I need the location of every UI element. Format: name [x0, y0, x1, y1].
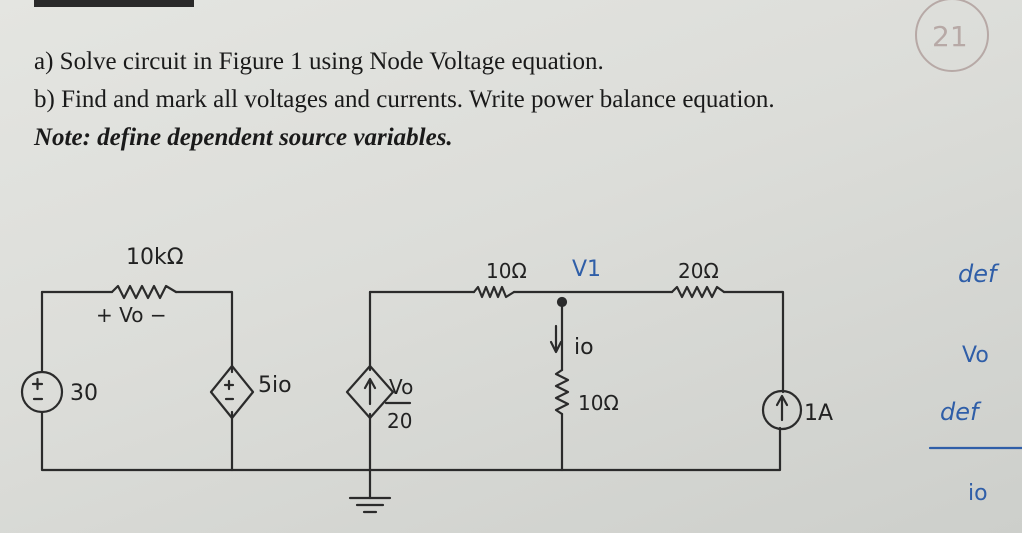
vccs-arrow-icon: [363, 377, 377, 406]
vccs-numerator: Vo: [389, 375, 413, 399]
resistor-10-top: [472, 285, 516, 299]
r3-label: 20Ω: [678, 259, 719, 283]
r2-label: 10Ω: [486, 259, 527, 283]
vo-label: + Vo −: [96, 303, 167, 327]
wire-bottom-left: [40, 410, 372, 472]
page-number-circle: [915, 0, 989, 72]
question-a: a) Solve circuit in Figure 1 using Node …: [34, 48, 604, 75]
ground-icon: [348, 496, 392, 514]
vs-label: 30: [70, 381, 98, 406]
ccvs-polarity: [223, 379, 235, 401]
question-b: b) Find and mark all voltages and curren…: [34, 86, 775, 113]
top-rule: [34, 0, 194, 7]
current-source-arrow-icon: [775, 394, 789, 422]
vccs-denominator: 20: [387, 409, 412, 433]
vs-polarity: [31, 377, 44, 401]
vccs-diamond: [345, 364, 395, 420]
r1-label: 10kΩ: [126, 245, 184, 270]
voltage-source-30: [20, 370, 64, 414]
wire-bottom-right: [368, 426, 782, 472]
resistor-20: [670, 285, 726, 299]
node-v1-label: V1: [572, 257, 601, 282]
ccvs-diamond: [209, 364, 255, 420]
margin-note-2: Vo: [962, 343, 989, 368]
is-label: 1A: [804, 401, 833, 426]
wire-top-left-b: [174, 290, 234, 374]
margin-note-3: def: [940, 398, 982, 426]
io-arrow-icon: [549, 324, 563, 354]
current-source-1a: [761, 389, 803, 431]
resistor-10k: [110, 284, 178, 300]
ccvs-label: 5io: [258, 373, 292, 398]
margin-note-1: def: [958, 260, 1000, 288]
page-number: 21: [932, 20, 968, 53]
r4-label: 10Ω: [578, 391, 619, 415]
margin-note-4: io: [968, 481, 988, 506]
resistor-10-vertical: [554, 368, 570, 416]
io-label: io: [574, 335, 594, 360]
note-text: Note: define dependent source variables.: [34, 124, 453, 151]
wire-top-right: [722, 290, 785, 394]
